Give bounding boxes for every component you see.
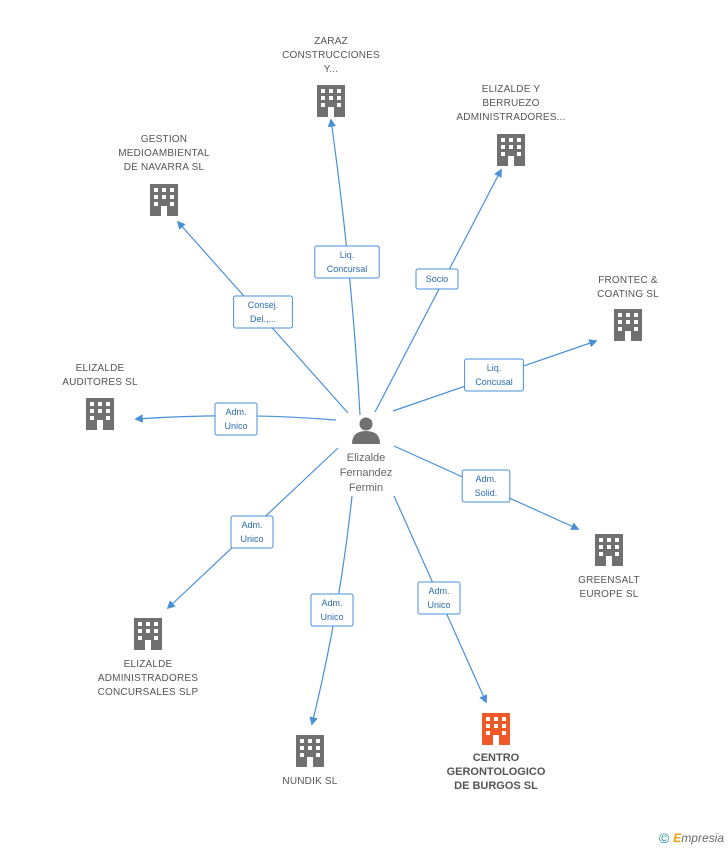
role-text: Concusal	[475, 377, 513, 387]
company-name-line: ZARAZ	[314, 36, 348, 47]
company-node-centro-gerontologico[interactable]: CENTRO GERONTOLOGICO DE BURGOS SL	[447, 713, 546, 792]
role-label-elizalde-auditores[interactable]: Adm. Unico	[214, 402, 258, 436]
role-label-elizalde-berruezo[interactable]: Socio	[415, 268, 459, 290]
role-text: Consej.	[248, 300, 279, 310]
building-icon	[150, 184, 178, 216]
role-text: Solid.	[475, 488, 498, 498]
role-text: Unico	[240, 534, 263, 544]
copyright-icon: ©	[658, 830, 670, 846]
building-icon	[482, 713, 510, 745]
role-box	[214, 402, 258, 436]
company-name-line: ELIZALDE	[76, 363, 125, 374]
role-text: Adm.	[321, 598, 342, 608]
company-name-line: MEDIOAMBIENTAL	[118, 148, 210, 159]
company-name-line: ADMINISTRADORES...	[456, 112, 565, 123]
role-label-gestion-medioambiental[interactable]: Consej. Del.,...	[233, 295, 293, 329]
role-text: Adm.	[225, 407, 246, 417]
company-name-line: CENTRO	[473, 752, 520, 764]
role-text: Concursal	[327, 264, 368, 274]
company-node-elizalde-auditores[interactable]: ELIZALDE AUDITORES SL	[62, 363, 138, 430]
role-text: Del.,...	[250, 314, 276, 324]
person-name-line: Fernandez	[340, 467, 393, 479]
role-label-greensalt[interactable]: Adm. Solid.	[461, 469, 511, 503]
company-name-line: DE NAVARRA SL	[124, 162, 205, 173]
company-name-line: Y...	[324, 64, 339, 75]
company-name-line: GREENSALT	[578, 575, 640, 586]
role-text: Unico	[320, 612, 343, 622]
role-text: Adm.	[241, 520, 262, 530]
role-box	[417, 581, 461, 615]
company-node-gestion-medioambiental[interactable]: GESTION MEDIOAMBIENTAL DE NAVARRA SL	[118, 134, 210, 216]
company-name-line: ELIZALDE Y	[482, 84, 541, 95]
role-box	[461, 469, 511, 503]
role-text: Liq.	[340, 250, 355, 260]
person-name-line: Fermin	[349, 482, 383, 494]
company-node-elizalde-admin-concursales[interactable]: ELIZALDE ADMINISTRADORES CONCURSALES SLP	[98, 618, 199, 698]
company-node-elizalde-berruezo[interactable]: ELIZALDE Y BERRUEZO ADMINISTRADORES...	[456, 84, 565, 166]
role-box	[310, 593, 354, 627]
company-name-line: NUNDIK SL	[282, 776, 337, 787]
company-name-line: CONSTRUCCIONES	[282, 50, 380, 61]
edge-elizalde-berruezo	[374, 168, 502, 413]
role-label-zaraz[interactable]: Liq. Concursal	[314, 245, 380, 279]
building-icon	[296, 735, 324, 767]
brand-logo[interactable]: Empresia	[673, 831, 724, 845]
company-name-line: CONCURSALES SLP	[98, 687, 199, 698]
person-icon-body	[352, 431, 380, 444]
role-text: Adm.	[428, 586, 449, 596]
role-label-centro-gerontologico[interactable]: Adm. Unico	[417, 581, 461, 615]
company-name-line: EUROPE SL	[579, 589, 638, 600]
company-name-line: ADMINISTRADORES	[98, 673, 198, 684]
company-node-frontec[interactable]: FRONTEC & COATING SL	[597, 275, 659, 341]
company-node-zaraz[interactable]: ZARAZ CONSTRUCCIONES Y...	[282, 36, 380, 117]
role-text: Socio	[426, 274, 449, 284]
role-text: Liq.	[487, 363, 502, 373]
building-icon	[86, 398, 114, 430]
company-name-line: BERRUEZO	[482, 98, 539, 109]
role-box	[464, 358, 524, 392]
building-icon	[497, 134, 525, 166]
company-name-line: GERONTOLOGICO	[447, 766, 546, 778]
footer-brand: © Empresia	[659, 830, 724, 846]
person-icon	[359, 417, 373, 431]
building-icon	[614, 309, 642, 341]
role-text: Unico	[224, 421, 247, 431]
building-icon	[317, 85, 345, 117]
building-icon	[595, 534, 623, 566]
role-text: Unico	[427, 600, 450, 610]
role-label-frontec[interactable]: Liq. Concusal	[464, 358, 524, 392]
role-label-elizalde-admin-concursales[interactable]: Adm. Unico	[230, 515, 274, 549]
building-icon	[134, 618, 162, 650]
role-box	[415, 268, 459, 290]
company-node-nundik[interactable]: NUNDIK SL	[282, 735, 338, 787]
role-box	[233, 295, 293, 329]
company-name-line: FRONTEC &	[598, 275, 658, 286]
company-name-line: GESTION	[141, 134, 187, 145]
company-name-line: DE BURGOS SL	[454, 780, 538, 792]
role-text: Adm.	[475, 474, 496, 484]
role-label-nundik[interactable]: Adm. Unico	[310, 593, 354, 627]
company-name-line: ELIZALDE	[124, 659, 173, 670]
company-node-greensalt[interactable]: GREENSALT EUROPE SL	[578, 534, 640, 600]
company-name-line: AUDITORES SL	[62, 377, 138, 388]
role-box	[314, 245, 380, 279]
person-name-line: Elizalde	[347, 452, 386, 464]
company-name-line: COATING SL	[597, 289, 659, 300]
role-box	[230, 515, 274, 549]
nodes-layer: ZARAZ CONSTRUCCIONES Y... ELIZALDE Y BERRUEZ…	[62, 36, 659, 792]
